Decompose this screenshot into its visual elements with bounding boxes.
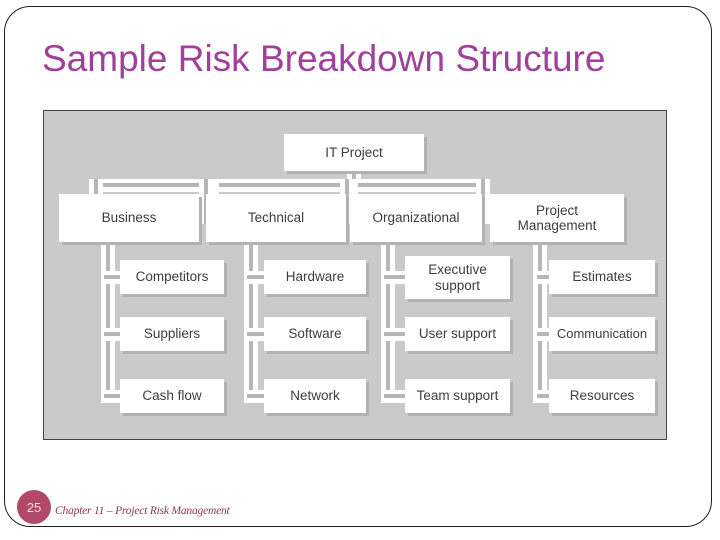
connector-line bbox=[101, 226, 115, 403]
node-business: Business bbox=[59, 194, 199, 242]
page-number: 25 bbox=[26, 499, 42, 515]
node-organizational: Organizational bbox=[350, 194, 482, 242]
node-it-project: IT Project bbox=[284, 134, 424, 171]
node-network: Network bbox=[264, 379, 366, 413]
node-competitors: Competitors bbox=[120, 260, 224, 294]
node-cash-flow: Cash flow bbox=[120, 379, 224, 413]
page-number-badge: 25 bbox=[17, 490, 51, 524]
connector-line bbox=[89, 179, 490, 192]
node-communication: Communication bbox=[549, 317, 655, 351]
node-user-support: User support bbox=[405, 317, 510, 351]
connector-line bbox=[533, 226, 547, 403]
node-executive-support: Executive support bbox=[405, 256, 510, 299]
node-technical: Technical bbox=[206, 194, 346, 242]
node-hardware: Hardware bbox=[264, 260, 366, 294]
node-team-support: Team support bbox=[405, 379, 510, 413]
node-project-management: Project Management bbox=[490, 194, 624, 242]
node-software: Software bbox=[264, 317, 366, 351]
slide-border bbox=[4, 6, 712, 527]
page-title: Sample Risk Breakdown Structure bbox=[42, 38, 606, 79]
connector-line bbox=[381, 226, 395, 403]
node-resources: Resources bbox=[549, 379, 655, 413]
node-estimates: Estimates bbox=[549, 260, 655, 294]
connector-line bbox=[244, 226, 258, 403]
footer-chapter-label: Chapter 11 – Project Risk Management bbox=[55, 505, 230, 517]
risk-breakdown-figure: IT Project Business Technical Organizati… bbox=[43, 110, 667, 440]
node-suppliers: Suppliers bbox=[120, 317, 224, 351]
